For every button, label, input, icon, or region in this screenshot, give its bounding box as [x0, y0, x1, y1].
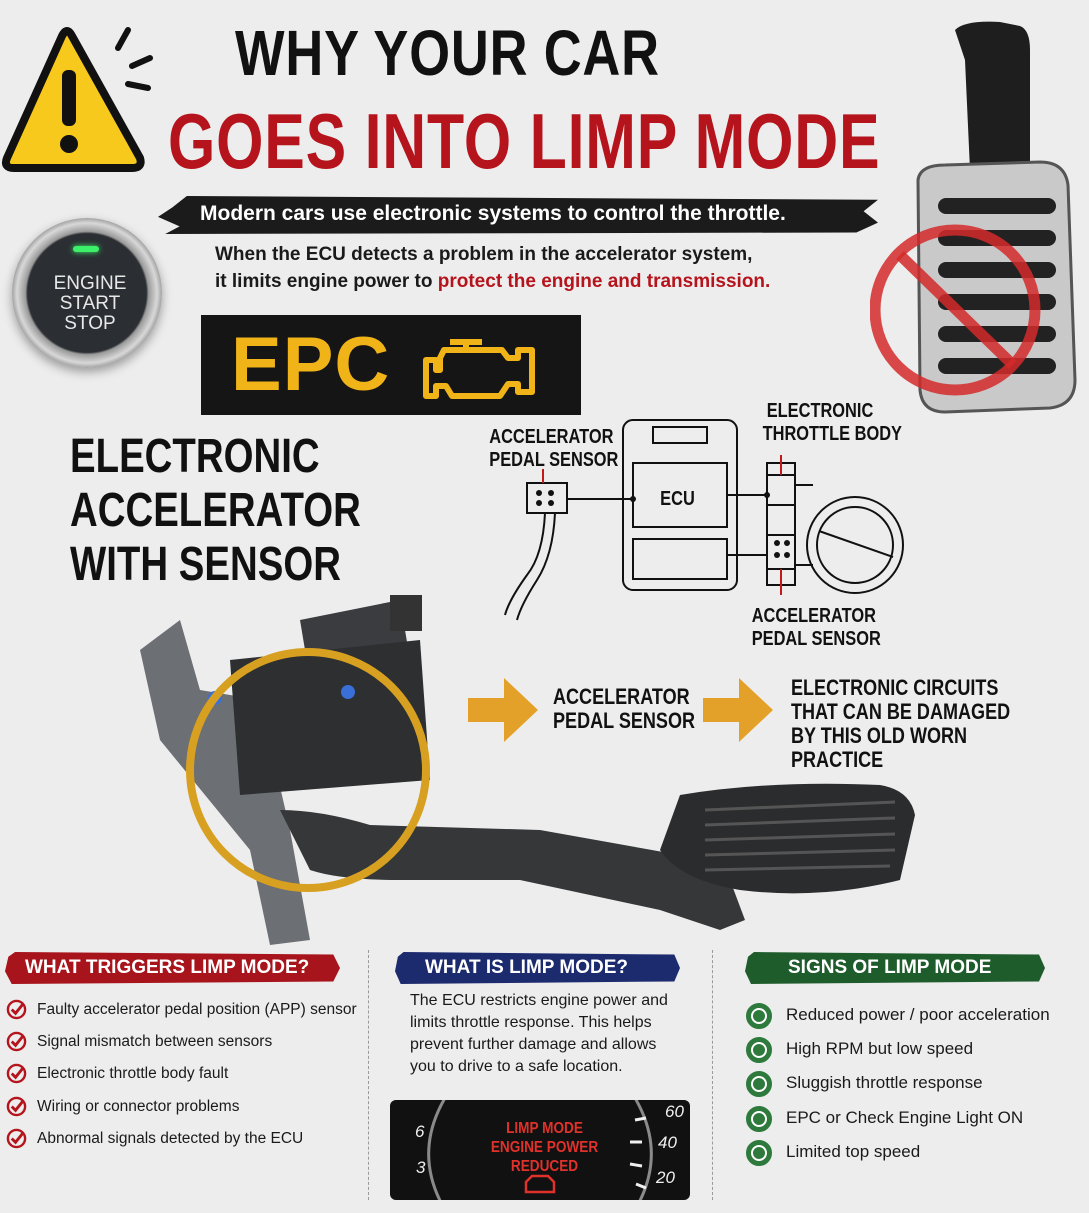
- intro-highlight: protect the engine and transmission.: [437, 271, 771, 292]
- speed-limit-icon: [746, 1140, 772, 1166]
- intro-line2: it limits engine power to protect the en…: [215, 271, 770, 293]
- limp-mode-message: LIMP MODE ENGINE POWER REDUCED: [490, 1120, 599, 1175]
- diagram-pedal-sensor-bottom-line1: ACCELERATOR: [751, 605, 876, 627]
- sign-item: Sluggish throttle response: [786, 1073, 983, 1092]
- accelerator-heading-line3: WITH SENSOR: [70, 538, 341, 591]
- arrow-right-icon: [703, 678, 773, 742]
- what-is-title-background: [395, 952, 680, 984]
- check-engine-icon: [423, 339, 535, 399]
- callout-sensor-line2: PEDAL SENSOR: [553, 708, 696, 733]
- signs-title: SIGNS OF LIMP MODE: [788, 957, 992, 978]
- no-pedal-icon: [870, 21, 1077, 414]
- warning-triangle-icon: [1, 27, 153, 172]
- speed-number: 40: [658, 1133, 677, 1152]
- sign-item: EPC or Check Engine Light ON: [786, 1108, 1024, 1127]
- section-divider: [368, 950, 369, 1200]
- start-button-label: ENGINE START STOP: [53, 273, 127, 334]
- dashboard-cluster: [390, 1100, 690, 1200]
- trigger-item: Electronic throttle body fault: [37, 1065, 229, 1082]
- check-circle-icon: [6, 1128, 27, 1149]
- sign-item: Reduced power / poor acceleration: [786, 1005, 1050, 1024]
- section-divider: [712, 950, 713, 1200]
- banner-background: [158, 196, 878, 234]
- trigger-item: Faulty accelerator pedal position (APP) …: [37, 1001, 357, 1018]
- diagram-throttle-body-label-line2: THROTTLE BODY: [762, 423, 902, 445]
- check-circle-icon: [6, 999, 27, 1020]
- check-circle-icon: [6, 1031, 27, 1052]
- accelerator-heading-line1: ELECTRONIC: [70, 430, 320, 483]
- diagram-pedal-sensor-label-line2: PEDAL SENSOR: [489, 449, 619, 471]
- accelerator-heading-line2: ACCELERATOR: [70, 484, 361, 537]
- accelerator-pedal-image: [140, 595, 915, 945]
- throttle-icon: [746, 1071, 772, 1097]
- power-icon: [746, 1003, 772, 1029]
- callout-sensor-line1: ACCELERATOR: [553, 684, 690, 709]
- epc-warning-panel: [201, 315, 581, 415]
- page-title-line1: WHY YOUR CAR: [235, 17, 660, 89]
- what-is-description: The ECU restricts engine power and limit…: [410, 992, 668, 1075]
- diagram-ecu-label: ECU: [660, 488, 695, 510]
- arrow-right-icon: [468, 678, 538, 742]
- tach-number: 3: [416, 1158, 426, 1177]
- triggers-title-background: [5, 952, 340, 984]
- trigger-item: Abnormal signals detected by the ECU: [37, 1130, 304, 1147]
- trigger-item: Signal mismatch between sensors: [37, 1033, 273, 1050]
- triggers-title: WHAT TRIGGERS LIMP MODE?: [25, 957, 310, 978]
- trigger-item: Wiring or connector problems: [37, 1098, 240, 1115]
- intro-line2-text: it limits engine power to: [215, 271, 438, 292]
- callout-circuits-line3: BY THIS OLD WORN: [791, 723, 968, 748]
- gauge-arcs: [427, 1100, 653, 1200]
- ecu-wiring-diagram: [504, 419, 904, 621]
- diagram-pedal-sensor-bottom-line2: PEDAL SENSOR: [751, 628, 881, 650]
- tach-number: 6: [415, 1122, 425, 1141]
- callout-circuits-line4: PRACTICE: [791, 747, 884, 772]
- what-is-title: WHAT IS LIMP MODE?: [425, 957, 629, 978]
- sign-item: Limited top speed: [786, 1142, 921, 1161]
- check-circle-icon: [6, 1063, 27, 1084]
- engine-light-icon: [746, 1106, 772, 1132]
- speed-number: 60: [665, 1102, 684, 1121]
- diagram-pedal-sensor-label-line1: ACCELERATOR: [489, 426, 614, 448]
- callout-circuits-line1: ELECTRONIC CIRCUITS: [791, 675, 999, 700]
- check-circle-icon: [6, 1096, 27, 1117]
- page-title-line2: GOES INTO LIMP MODE: [168, 97, 881, 185]
- intro-banner: Modern cars use electronic systems to co…: [200, 202, 786, 225]
- epc-label: EPC: [231, 322, 391, 407]
- intro-line1: When the ECU detects a problem in the ac…: [215, 244, 753, 265]
- signs-title-background: [745, 952, 1045, 984]
- rpm-icon: [746, 1037, 772, 1063]
- start-indicator-led: [73, 246, 99, 252]
- sign-item: High RPM but low speed: [786, 1039, 974, 1058]
- callout-circuits-line2: THAT CAN BE DAMAGED: [791, 699, 1011, 724]
- speed-number: 20: [656, 1168, 675, 1187]
- diagram-throttle-body-label-line1: ELECTRONIC: [766, 400, 874, 422]
- engine-start-button: [12, 218, 162, 368]
